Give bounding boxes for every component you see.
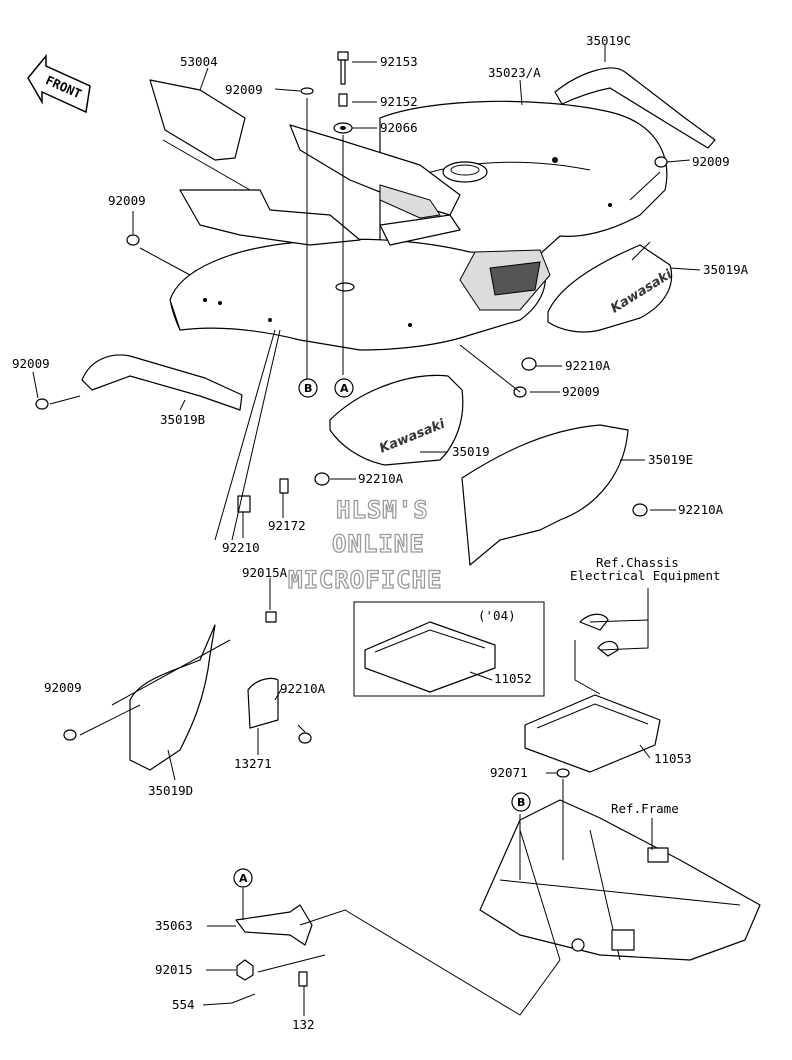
part-92009-left: 92009 — [108, 193, 146, 208]
watermark-line1: HLSM'S — [336, 496, 429, 524]
part-35019: 35019 — [452, 444, 490, 459]
bracket-35063-shape — [235, 904, 313, 946]
svg-text:A: A — [340, 382, 349, 395]
part-labels: 53004 92009 92153 92152 92066 35023/A 35… — [12, 33, 749, 1032]
part-35019E: 35019E — [648, 452, 693, 467]
part-92210A-3: 92210A — [678, 502, 724, 517]
part-92210A-2: 92210A — [358, 471, 404, 486]
side-cover-35019E-shape — [461, 424, 629, 566]
bracket-13271-shape — [247, 677, 279, 729]
part-92009-right: 92009 — [692, 154, 730, 169]
frame-assembly — [479, 799, 761, 961]
bolt-132-shape — [298, 971, 308, 987]
part-92015A: 92015A — [242, 565, 288, 580]
version-box: ('04) — [353, 601, 545, 697]
part-35019A: 35019A — [703, 262, 749, 277]
part-35063: 35063 — [155, 918, 193, 933]
version-box-label: ('04) — [478, 608, 516, 623]
part-92009-far-left: 92009 — [12, 356, 50, 371]
front-fender — [169, 238, 551, 351]
nut-92015-shape — [236, 959, 254, 981]
rail-35019C-shape — [554, 67, 716, 149]
part-35019C: 35019C — [586, 33, 631, 48]
part-92210A-1: 92210A — [565, 358, 611, 373]
ref-electrical-label: Electrical Equipment — [570, 568, 721, 583]
ref-marker-a-bracket: A — [233, 868, 253, 888]
part-554: 554 — [172, 997, 195, 1012]
ref-frame-label: Ref.Frame — [611, 801, 679, 816]
part-92066: 92066 — [380, 120, 418, 135]
watermark-line2: ONLINE — [332, 530, 425, 558]
part-92071: 92071 — [490, 765, 528, 780]
part-53004: 53004 — [180, 54, 218, 69]
part-92009-lower: 92009 — [44, 680, 82, 695]
part-92172: 92172 — [268, 518, 306, 533]
svg-text:B: B — [517, 796, 525, 809]
part-92015: 92015 — [155, 962, 193, 977]
side-cover-35019: Kawasaki — [329, 374, 464, 466]
part-92009-top: 92009 — [225, 82, 263, 97]
part-35019D: 35019D — [148, 783, 193, 798]
ref-marker-b-top: B — [298, 378, 318, 398]
center-bracket — [179, 124, 461, 246]
part-35019B: 35019B — [160, 412, 205, 427]
battery-tray-11053 — [524, 613, 661, 773]
part-92210A-4: 92210A — [280, 681, 326, 696]
svg-text:B: B — [304, 382, 312, 395]
fasteners — [35, 87, 668, 778]
front-arrow-icon: FRONT — [27, 53, 91, 114]
part-11053: 11053 — [654, 751, 692, 766]
inner-fender-35019D-shape — [129, 624, 216, 771]
part-13271: 13271 — [234, 756, 272, 771]
part-35023A: 35023/A — [488, 65, 541, 80]
part-92152: 92152 — [380, 94, 418, 109]
svg-text:A: A — [239, 872, 248, 885]
ref-chassis-label: Ref.Chassis — [596, 555, 679, 570]
side-cover-35019A: Kawasaki — [547, 244, 675, 333]
watermark: HLSM'S ONLINE MICROFICHE — [287, 495, 443, 594]
ref-marker-a-top: A — [334, 378, 354, 398]
part-11052: 11052 — [494, 671, 532, 686]
part-92210: 92210 — [222, 540, 260, 555]
part-132: 132 — [292, 1017, 315, 1032]
rail-35019B-shape — [81, 354, 243, 411]
watermark-line3: MICROFICHE — [288, 566, 443, 594]
leader-lines — [32, 45, 701, 1016]
bolt-stack — [333, 51, 353, 134]
clip-92015A-shape — [265, 611, 277, 623]
part-92153: 92153 — [380, 54, 418, 69]
part-92009-mid: 92009 — [562, 384, 600, 399]
ref-marker-b-frame: B — [511, 792, 531, 812]
